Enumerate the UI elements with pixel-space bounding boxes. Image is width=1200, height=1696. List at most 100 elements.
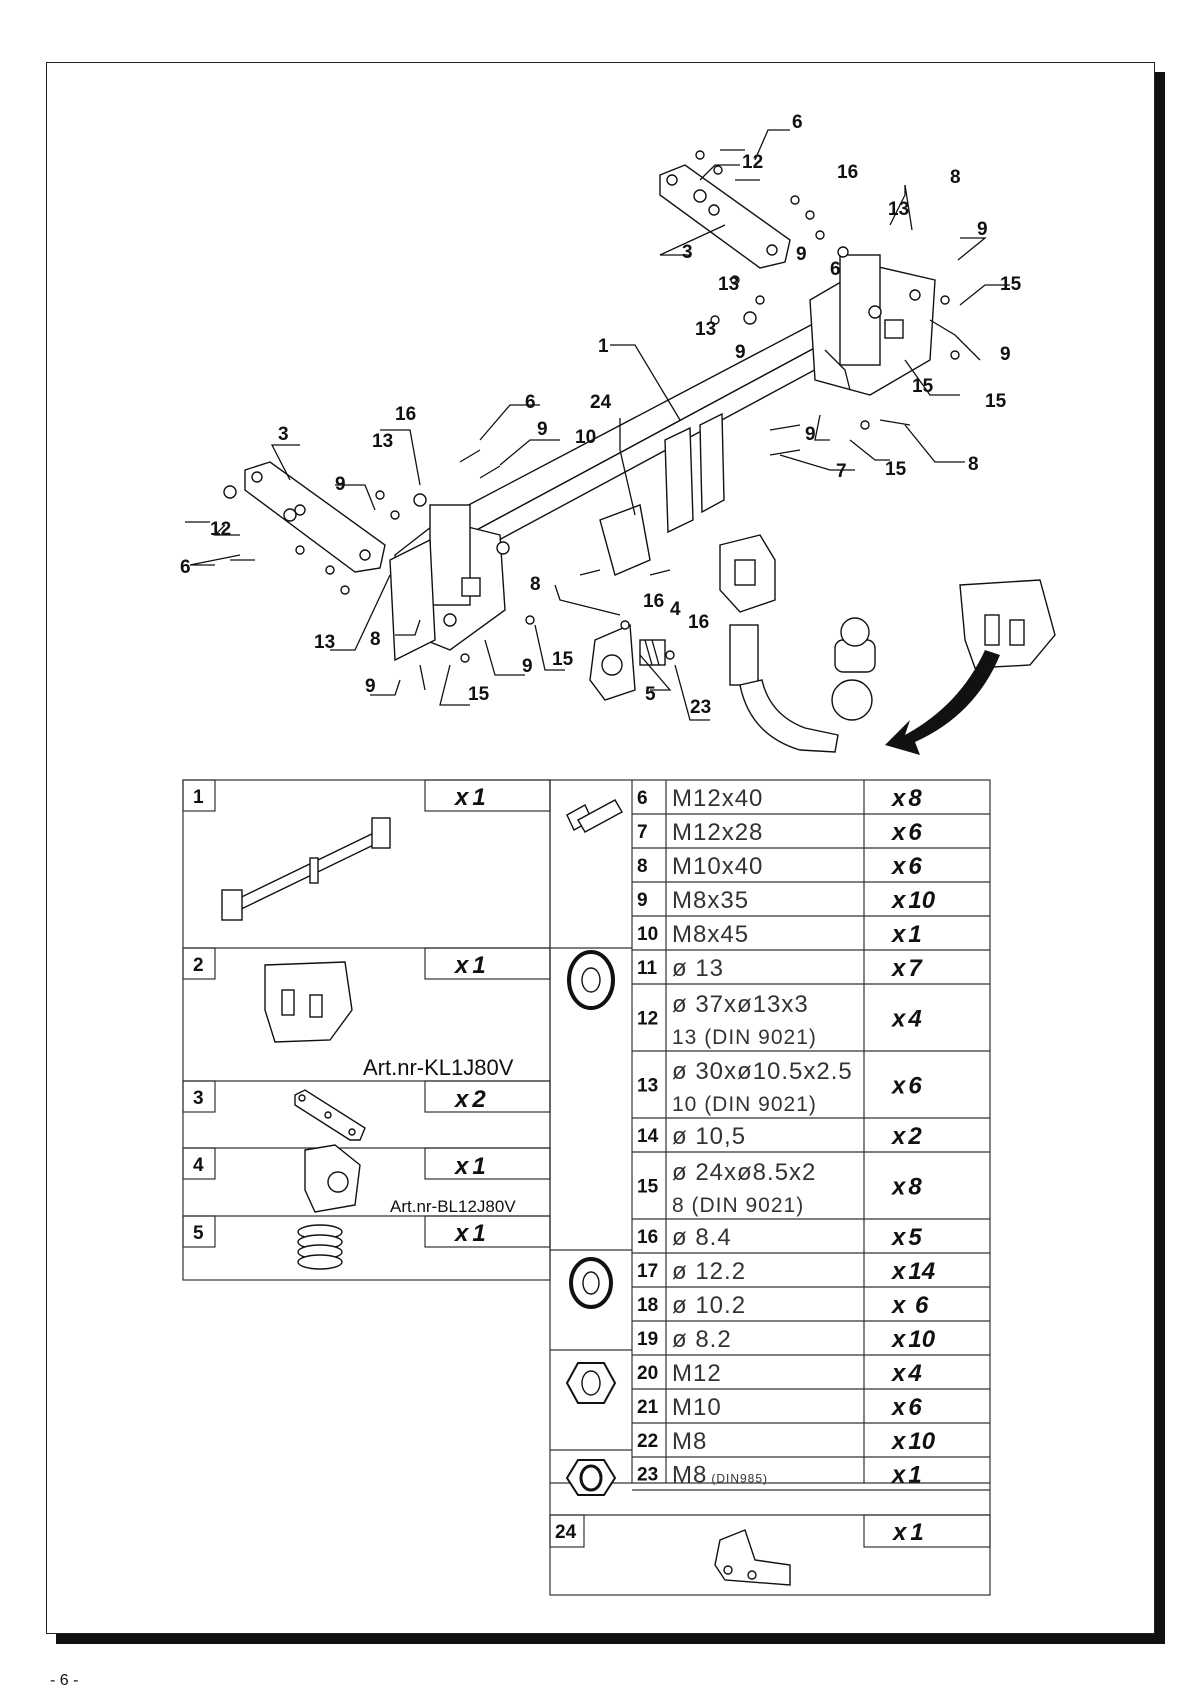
- spec-text: ø 12.2: [672, 1258, 746, 1285]
- qty-value: 7: [908, 955, 923, 982]
- spring-part: [639, 639, 666, 666]
- row-number: 10: [637, 924, 658, 945]
- spec-value: M8: [672, 1428, 707, 1455]
- spec-note: (DIN985): [711, 1472, 768, 1486]
- callout: 12: [210, 519, 231, 540]
- svg-text:x1: x1: [453, 952, 486, 979]
- spec-text: M12x40: [672, 785, 763, 812]
- left-number-boxes: [182, 779, 216, 1248]
- spec-value: M8: [672, 1462, 707, 1489]
- crossbar-thumbnail: [221, 817, 391, 921]
- spec-value: M12x40: [672, 785, 763, 812]
- qty-prefix: x: [453, 1220, 470, 1247]
- center-bracket-part: [599, 412, 725, 576]
- spec-standard: 8 (DIN 9021): [672, 1194, 804, 1217]
- row-number: 4: [193, 1155, 204, 1176]
- callout: 3: [278, 424, 289, 445]
- qty-value: 4: [907, 1360, 921, 1387]
- row-number: 19: [637, 1329, 658, 1350]
- callout: 13: [314, 632, 335, 653]
- lock-nut-icon: [565, 1459, 617, 1496]
- row-number: 11: [637, 958, 658, 979]
- callout: 15: [985, 391, 1007, 412]
- svg-text:x1: x1: [453, 1153, 486, 1180]
- qty-prefix: x: [890, 1174, 907, 1201]
- nut-icon: [565, 1362, 617, 1404]
- qty-prefix: x: [891, 1519, 908, 1546]
- qty-prefix: x: [890, 1073, 907, 1100]
- callout: 9: [365, 676, 376, 697]
- row-number: 8: [637, 856, 648, 877]
- bolts-group: [185, 149, 960, 691]
- row-number: 16: [637, 1227, 658, 1248]
- qty-prefix: x: [453, 952, 470, 979]
- spec-value: M12x28: [672, 819, 763, 846]
- svg-text:x1: x1: [453, 784, 486, 811]
- qty-value: 10: [908, 887, 935, 914]
- callout: 9: [805, 424, 816, 445]
- callout: 24: [590, 392, 612, 413]
- washer-icon: [567, 950, 615, 1010]
- frame-shadow-right: [1155, 72, 1165, 1644]
- qty-text: x 6: [890, 1292, 929, 1319]
- spec-value: ø 8.4: [672, 1224, 732, 1251]
- callout: 9: [335, 474, 346, 495]
- spring-thumbnail: [297, 1224, 343, 1270]
- row-number: 24: [555, 1522, 577, 1543]
- callout: 8: [530, 574, 541, 595]
- callout: 8: [950, 167, 961, 188]
- callout: 15: [468, 684, 490, 705]
- qty-prefix: x: [890, 1258, 907, 1285]
- plate-3-upper: [659, 164, 791, 269]
- callout: 15: [1000, 274, 1022, 295]
- callout: 6: [180, 557, 191, 578]
- spec-standard: 10 (DIN 9021): [672, 1093, 817, 1116]
- qty-value: 14: [908, 1258, 935, 1285]
- qty-prefix: x: [890, 1462, 907, 1489]
- spec-value: ø 8.2: [672, 1326, 732, 1353]
- spec-value: M12: [672, 1360, 722, 1387]
- arrow-icon: [885, 650, 1000, 755]
- spec-text: M12: [672, 1360, 722, 1387]
- spec-text: ø 37xø13x3: [672, 991, 809, 1018]
- callout: 16: [395, 404, 416, 425]
- callout: 7: [836, 461, 847, 482]
- spec-value: M10x40: [672, 853, 763, 880]
- connector-box-part: [719, 534, 776, 613]
- qty-prefix: x: [890, 921, 907, 948]
- qty-value: 5: [908, 1224, 922, 1251]
- qty-value: 4: [907, 1006, 921, 1033]
- svg-text:x1: x1: [891, 1519, 924, 1546]
- callout: 15: [885, 459, 907, 480]
- callout: 23: [690, 697, 711, 718]
- qty-value: 10: [908, 1326, 935, 1353]
- frame-shadow-bottom: [56, 1634, 1165, 1644]
- left-qty-boxes: [424, 779, 551, 1248]
- qty-prefix: x: [890, 1292, 907, 1319]
- spec-value: ø 10,5: [672, 1123, 746, 1150]
- qty-value: 8: [908, 785, 922, 812]
- callout: 3: [682, 242, 693, 263]
- qty-prefix: x: [890, 1360, 907, 1387]
- qty-value: 8: [908, 1174, 922, 1201]
- callout: 6: [830, 259, 841, 280]
- callout: 13: [888, 199, 909, 220]
